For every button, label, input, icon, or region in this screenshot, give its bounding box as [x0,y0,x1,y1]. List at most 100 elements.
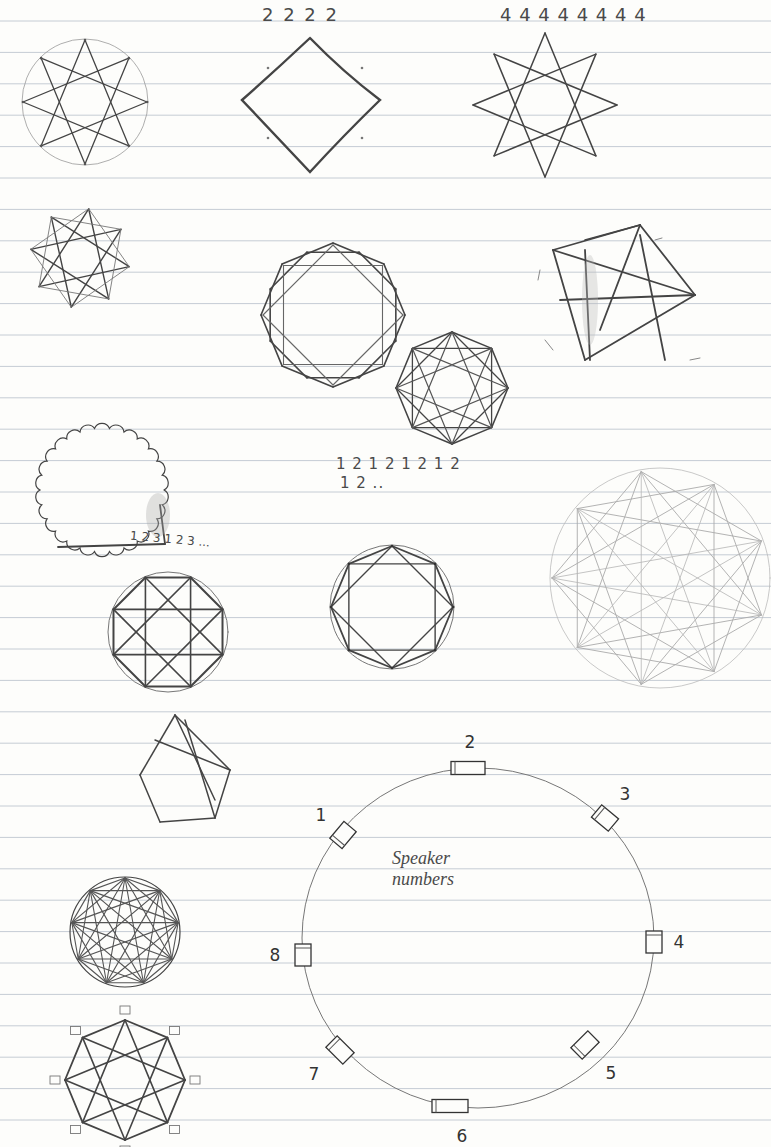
star-polygon [31,209,129,307]
star-polygon [396,332,508,444]
speaker-outline [321,813,365,857]
star-polygon [72,878,178,983]
speaker-outline [281,933,325,977]
star-polygon [72,878,178,983]
speaker-cone [436,1100,437,1113]
paper-rule [0,178,771,179]
paper-rule [0,743,771,744]
paper-rule [0,994,771,995]
heavy-sketch [553,225,695,360]
star-polygon [113,577,222,686]
vertex-dots [22,39,149,166]
star-polygon [31,209,129,307]
speaker-cone [295,948,311,949]
paper-rule [0,586,771,587]
speaker-number: 4 [674,932,685,952]
paper-rule [0,806,771,807]
paper-rule [0,52,771,53]
speaker-outline [563,1023,607,1067]
speaker-marks [50,1006,200,1147]
speaker-cone [646,935,662,936]
star-polygon [65,1020,185,1140]
speaker-number: 8 [270,945,281,965]
star-polygon [396,332,508,444]
speaker-number: 2 [465,732,476,752]
speaker-rect [432,1100,468,1113]
speaker-rect [330,821,356,848]
sketch-group [22,33,770,1147]
star-polygon [23,40,147,164]
speaker-number: 6 [457,1126,468,1146]
paper-rule [0,1057,771,1058]
star-polygon [552,472,761,685]
paper-rules [0,21,771,1120]
speaker-rect [295,944,311,966]
paper-rule [0,774,771,775]
paper-rule [0,240,771,241]
sequence-note: 1 2 .. [340,474,384,492]
speaker-rect [326,1036,354,1064]
star-polygon [261,243,405,387]
star-polygon [552,472,761,685]
speaker-cone [594,807,604,819]
speaker-box: 4 [632,920,676,964]
speaker-box: 6 [428,1084,472,1128]
paper-rule [0,963,771,964]
speaker-box: 3 [583,796,627,840]
skewed-sketch [140,715,230,822]
speaker-number: 1 [316,805,327,825]
speaker-rect [646,931,662,953]
speaker-circle [302,768,654,1108]
speaker-box: 8 [281,933,325,977]
star-polygon [473,33,617,177]
star-polygon [263,245,403,385]
speaker-number: 5 [606,1063,617,1083]
guide-circle [550,468,770,688]
speaker-cone [574,1045,585,1056]
guide-circle [70,877,180,987]
paper-rule [0,366,771,367]
paper-rule [0,837,771,838]
guide-circle [22,39,148,165]
speaker-rect [571,1031,599,1059]
speaker-outline [318,1028,362,1072]
star-polygon [72,878,178,983]
star-polygon [331,546,453,668]
paper-rule [0,83,771,84]
paper-rule [0,146,771,147]
speaker-cone [329,1039,340,1050]
paper-rule [0,711,771,712]
corner-ticks [538,238,700,360]
paper-rule [0,523,771,524]
sequence-note: 2 2 2 2 [262,4,339,25]
sequence-note: 1 2 1 2 1 2 1 2 [336,455,461,473]
diamond-sketch [242,38,380,172]
paper-rule [0,272,771,273]
speaker-box: 5 [563,1023,607,1067]
paper-rule [0,335,771,336]
speaker-number: 7 [309,1064,320,1084]
speaker-box: 1 [321,813,365,857]
paper-rule [0,1025,771,1026]
paper-rule [0,21,771,22]
star-polygon [552,472,761,685]
title-note: Speaker numbers [392,848,492,890]
paper-rule [0,680,771,681]
paper-rule [0,429,771,430]
vertex-dots [267,67,364,140]
sequence-note: 1 2 3 1 2 3 ... [130,529,211,550]
paper-rule [0,649,771,650]
vertex-dots [330,545,455,670]
paper-rule [0,1120,771,1121]
star-polygon [65,1020,185,1140]
speaker-rect [451,762,485,775]
sequence-note: 4 4 4 4 4 4 4 4 [500,4,647,25]
speaker-number: 3 [620,784,631,804]
paper-rule [0,617,771,618]
star-polygon [331,546,453,668]
star-polygon [113,577,222,686]
paper-rule [0,492,771,493]
star-polygon [270,252,396,378]
